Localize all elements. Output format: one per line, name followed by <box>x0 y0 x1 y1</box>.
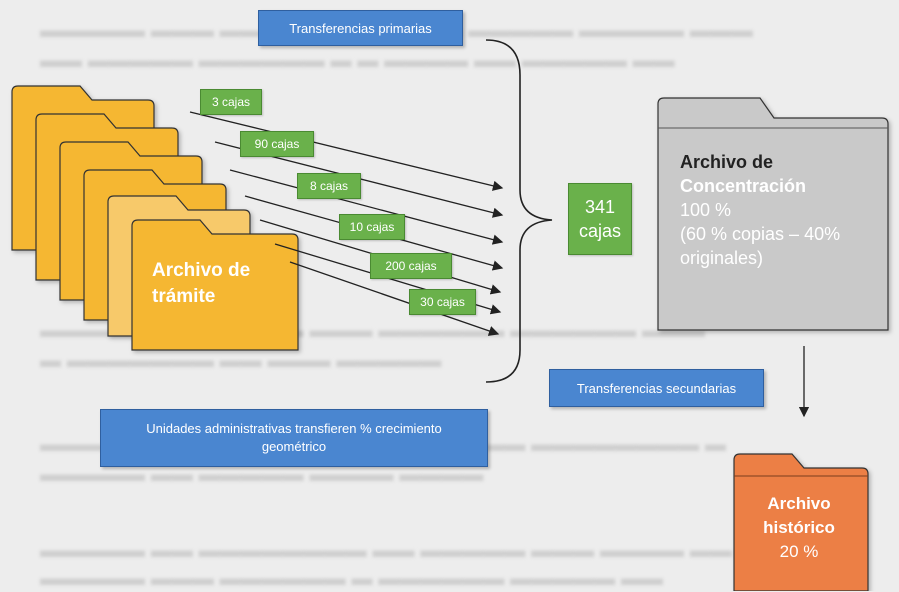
grouping-brace <box>485 39 553 383</box>
historico-label-line1: Archivo <box>767 494 831 513</box>
box-count-label: 10 cajas <box>339 214 405 240</box>
faded-background-text: ▬▬▬▬▬ ▬▬ ▬▬▬▬▬ ▬▬▬▬ ▬▬▬▬ <box>40 463 484 486</box>
concentracion-title-line2: Concentración <box>680 176 807 196</box>
concentracion-detail-line2: originales) <box>680 248 764 268</box>
secondary-transfers-label: Transferencias secundarias <box>549 369 764 407</box>
transfer-arrow <box>289 261 500 336</box>
admin-units-label: Unidades administrativas transfieren % c… <box>100 409 488 467</box>
tramite-label-line2: trámite <box>152 286 216 307</box>
tramite-label-line1: Archivo de <box>152 260 251 281</box>
box-count-label: 30 cajas <box>409 289 476 315</box>
transfer-arrow <box>229 169 504 245</box>
primary-transfers-label: Transferencias primarias <box>258 10 463 46</box>
tramite-folder-stack <box>11 85 299 351</box>
concentracion-title-line1: Archivo de <box>680 152 774 172</box>
concentracion-detail-line1: (60 % copias – 40% <box>680 224 841 244</box>
historico-percent: 20 % <box>779 542 819 561</box>
total-number: 341 <box>584 197 616 217</box>
concentracion-percent: 100 % <box>680 200 732 220</box>
box-count-label: 8 cajas <box>297 173 361 199</box>
concentracion-folder-shape <box>657 97 889 331</box>
faded-background-text: ▬▬▬▬▬ ▬▬▬ ▬▬▬▬▬▬ ▬ ▬▬▬▬▬▬ ▬▬▬▬▬ ▬▬ <box>40 567 664 590</box>
concentracion-folder-label: Archivo de Concentración 100 % (60 % cop… <box>680 150 840 270</box>
total-unit: cajas <box>578 221 622 241</box>
historico-label-line2: histórico <box>763 518 835 537</box>
historico-folder-shape <box>733 453 869 591</box>
box-count-label: 200 cajas <box>370 253 452 279</box>
box-count-label: 3 cajas <box>200 89 262 115</box>
faded-background-text: ▬▬▬▬▬ ▬▬ ▬▬▬▬▬▬▬▬ ▬▬ ▬▬▬▬▬ ▬▬▬ ▬▬▬▬ ▬▬ <box>40 539 732 562</box>
tramite-folder-front <box>131 219 299 351</box>
historico-folder-label: Archivo histórico 20 % <box>744 492 854 564</box>
box-count-label: 90 cajas <box>240 131 314 157</box>
total-boxes-badge: 341 cajas <box>568 183 632 255</box>
transfer-arrow <box>189 111 504 191</box>
tramite-folder-label: Archivo de trámite <box>152 258 250 310</box>
faded-background-text: ▬ ▬▬▬▬▬▬▬ ▬▬ ▬▬▬ ▬▬▬▬▬ <box>40 349 442 372</box>
